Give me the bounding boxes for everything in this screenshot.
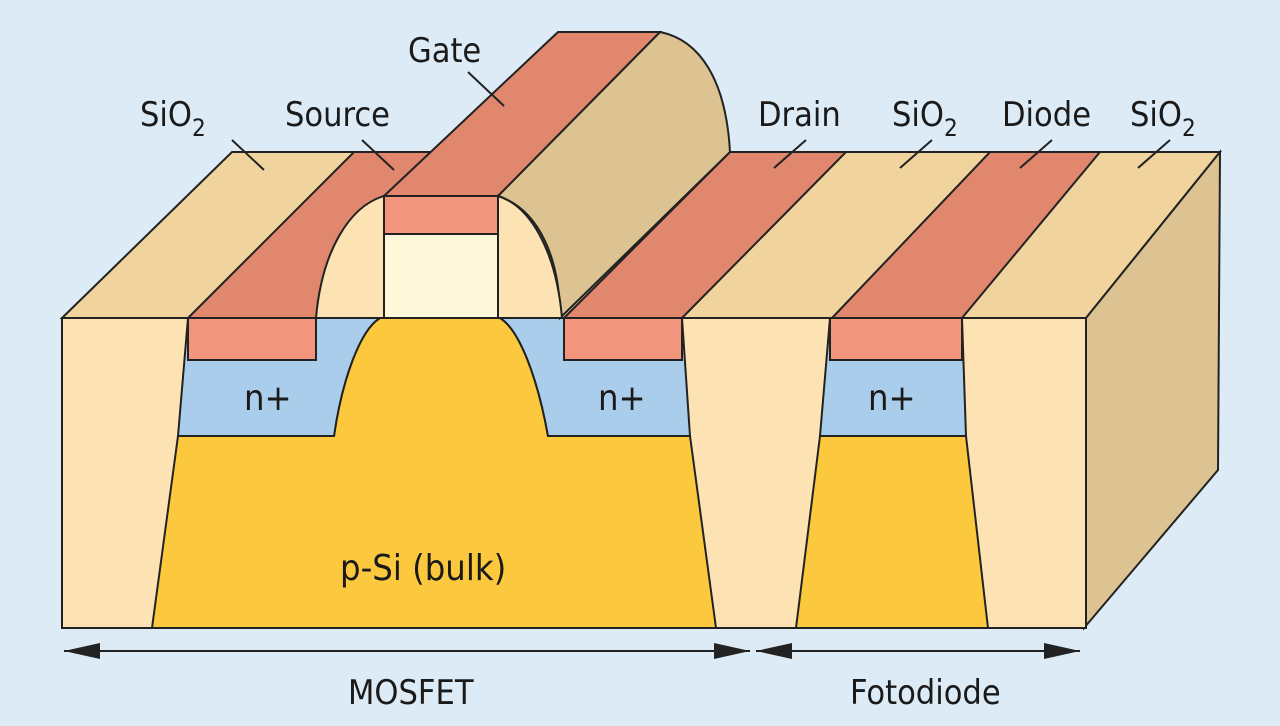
label-sio2-right: SiO2 — [1130, 95, 1196, 142]
label-source: Source — [285, 95, 390, 135]
label-mosfet: MOSFET — [348, 673, 474, 713]
gate-oxide — [383, 233, 499, 319]
diode-contact-front — [829, 317, 963, 361]
label-p-si-bulk: p-Si (bulk) — [340, 548, 506, 589]
gate-spacer-right — [497, 194, 564, 319]
photodiode-dimension-arrow — [756, 643, 1080, 659]
leader-gate — [467, 71, 505, 107]
label-n-plus-drain: n+ — [598, 378, 646, 419]
mosfet-dimension-arrow — [64, 643, 750, 659]
label-sio2-mid: SiO2 — [892, 95, 958, 142]
label-n-plus-diode: n+ — [868, 378, 916, 419]
leader-sio2-left — [231, 139, 265, 171]
drain-contact-front — [563, 317, 683, 361]
label-diode: Diode — [1002, 95, 1091, 135]
label-drain: Drain — [758, 95, 841, 135]
p-si-bulk-diode — [794, 435, 990, 629]
leader-drain — [773, 139, 807, 169]
gate-spacer-left — [314, 194, 385, 319]
gate-spacer-side — [496, 30, 732, 321]
label-gate: Gate — [408, 31, 481, 71]
leader-source — [361, 139, 395, 171]
leader-sio2-right — [1137, 139, 1171, 169]
gate-contact-front — [383, 195, 499, 235]
label-n-plus-source: n+ — [244, 378, 292, 419]
leader-sio2-mid — [899, 139, 933, 169]
label-sio2-left: SiO2 — [140, 95, 206, 142]
source-contact-front — [187, 317, 317, 361]
label-fotodiode: Fotodiode — [850, 673, 1001, 713]
leader-diode — [1019, 139, 1053, 169]
